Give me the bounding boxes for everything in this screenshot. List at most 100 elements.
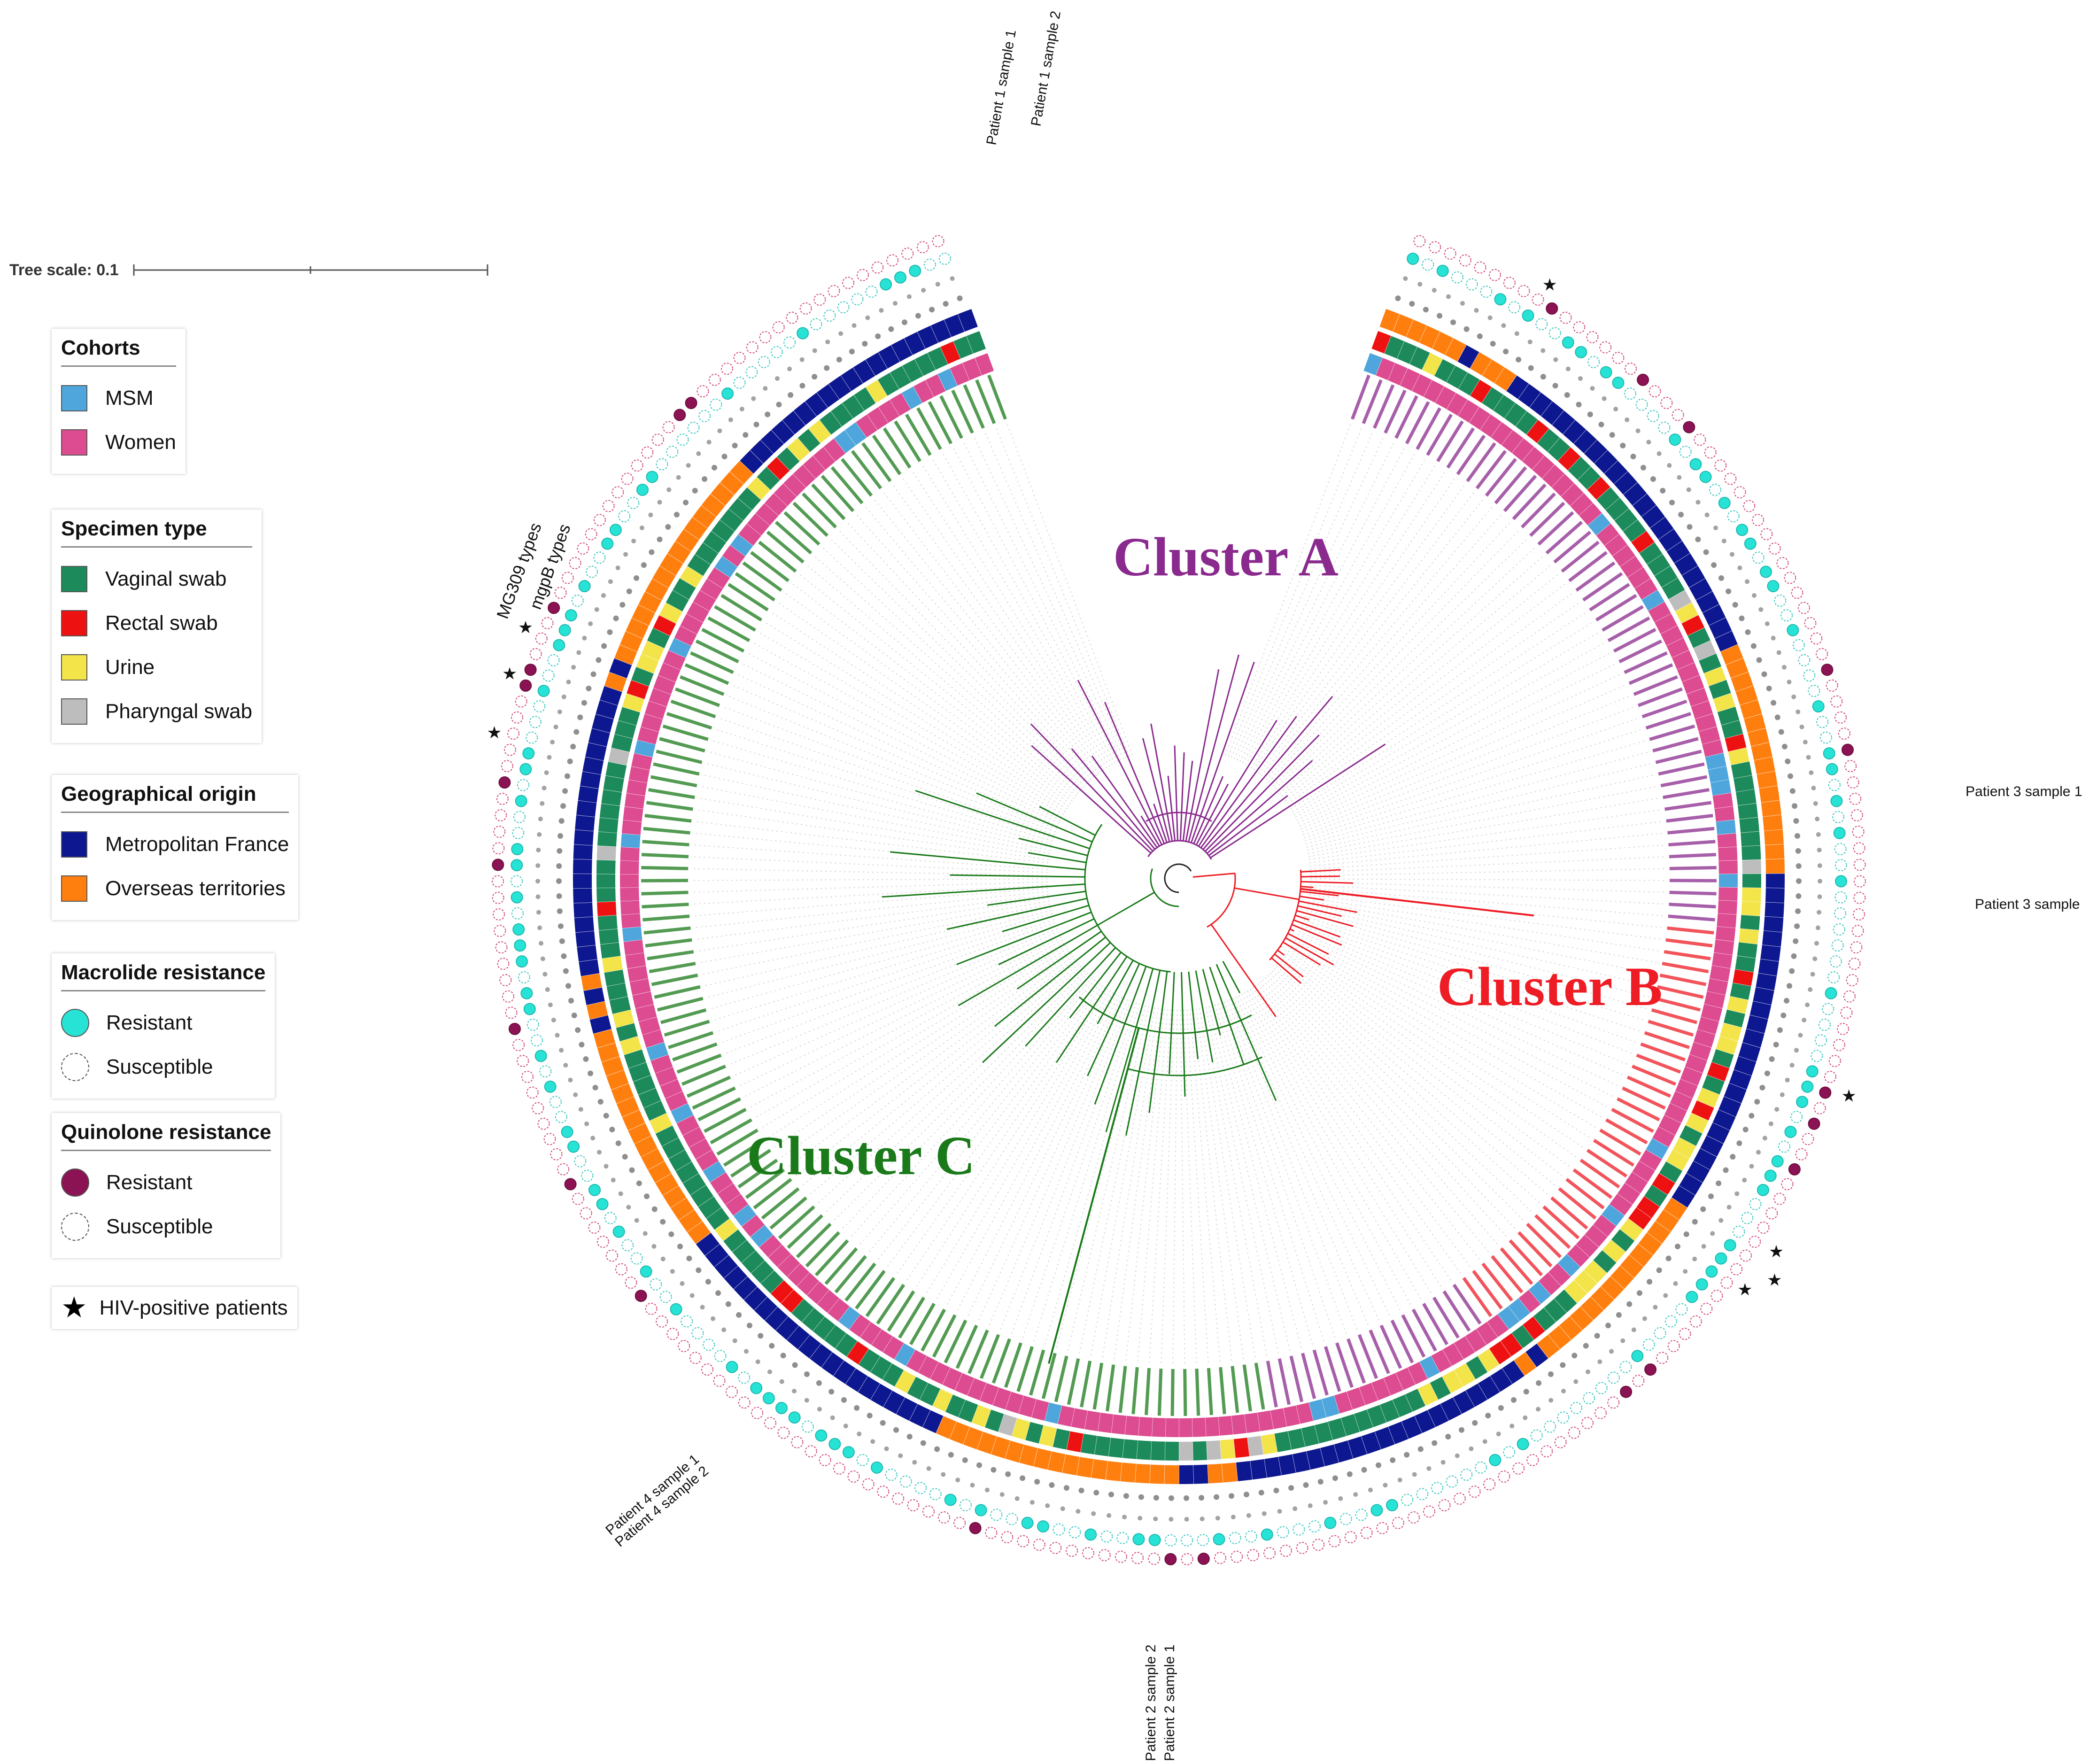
type-mark	[1602, 396, 1607, 401]
origin-cell	[930, 319, 952, 343]
guide-line	[1221, 1002, 1337, 1341]
guide-line	[1305, 913, 1650, 1010]
leaf-label	[1485, 458, 1517, 497]
leaf-label	[647, 950, 694, 960]
type-mark	[584, 1121, 589, 1126]
quinolone-susceptible-dot	[505, 1006, 518, 1019]
guide-line	[1306, 762, 1654, 848]
cohort-cell	[1347, 1387, 1365, 1410]
legend-item-pharyngal-swab: Pharyngal swab	[61, 689, 252, 734]
type-mark	[1214, 1494, 1220, 1500]
type-mark	[1683, 1231, 1689, 1237]
leaf-label	[939, 395, 963, 439]
leaf-label	[1475, 450, 1507, 489]
type-mark	[804, 1371, 810, 1377]
macrolide-susceptible-dot	[1803, 669, 1816, 682]
macrolide-susceptible-dot	[1557, 1411, 1570, 1424]
origin-cell	[1601, 1276, 1625, 1300]
star-icon: ★	[518, 618, 533, 637]
specimen-cell	[932, 1389, 953, 1412]
type-mark	[1798, 1033, 1803, 1038]
specimen-cell	[1067, 1431, 1084, 1453]
quinolone-susceptible-dot	[1757, 1221, 1770, 1234]
macrolide-resistant-dot	[1796, 1096, 1809, 1108]
type-mark	[683, 500, 689, 506]
guide-line	[694, 894, 1049, 940]
type-mark	[857, 1431, 862, 1437]
guide-line	[1172, 1009, 1178, 1367]
tree-branch	[1195, 783, 1229, 845]
type-mark	[893, 301, 898, 306]
macrolide-susceptible-dot	[801, 1420, 814, 1433]
guide-line	[891, 483, 1102, 773]
type-mark	[1503, 348, 1509, 355]
cohort-cell	[1458, 400, 1479, 423]
specimen-cell	[741, 1250, 765, 1273]
origin-cell	[1633, 494, 1656, 517]
type-mark	[962, 1457, 968, 1463]
cohort-cell	[823, 438, 846, 462]
macrolide-resistant-dot	[514, 939, 526, 952]
guide-line	[1230, 999, 1370, 1329]
cohort-cell	[1359, 1383, 1378, 1405]
leaf-label	[1390, 1319, 1414, 1363]
origin-cell	[1650, 517, 1674, 540]
tree-branch	[1158, 971, 1168, 1039]
origin-cell	[589, 1015, 611, 1034]
tree-branch	[1014, 862, 1085, 871]
type-mark	[1262, 1511, 1267, 1516]
macrolide-susceptible-dot	[1819, 731, 1832, 744]
cohort-cell	[668, 638, 691, 658]
tree-branch	[1269, 869, 1302, 960]
origin-cell	[659, 553, 683, 576]
type-mark	[1332, 1475, 1338, 1481]
quinolone-susceptible-dot	[1247, 1549, 1260, 1562]
specimen-cell	[1730, 983, 1751, 1000]
leaf-label	[753, 1178, 792, 1209]
cohort-cell	[1371, 1378, 1391, 1400]
type-mark	[1168, 1495, 1174, 1501]
type-mark	[1426, 1466, 1432, 1471]
guide-line	[1287, 601, 1582, 805]
quinolone-susceptible-dot	[1813, 1102, 1826, 1114]
type-mark	[557, 709, 562, 714]
type-mark	[1288, 1485, 1294, 1491]
leaf-label	[1131, 1367, 1139, 1415]
guide-line	[1113, 1008, 1162, 1362]
guide-line	[1309, 820, 1664, 864]
quinolone-resistant-dot	[1164, 1553, 1177, 1565]
patient-3-sample-1: Patient 3 sample 1	[1966, 784, 2082, 799]
specimen-cell	[1442, 1370, 1463, 1393]
guide-line	[807, 963, 1080, 1197]
origin-cell	[1765, 888, 1785, 903]
origin-cell	[1734, 1056, 1757, 1076]
cohort-cell	[1714, 806, 1735, 822]
cohort-cell	[1376, 357, 1395, 380]
legend-label: Resistant	[106, 1011, 193, 1034]
macrolide-susceptible-dot	[1819, 1018, 1831, 1031]
quinolone-susceptible-dot	[738, 1396, 751, 1409]
leaf-label	[1665, 938, 1713, 948]
specimen-cell	[766, 457, 790, 480]
legend-label: Rectal swab	[105, 611, 218, 634]
guide-line	[692, 888, 1048, 917]
specimen-cell	[612, 1010, 635, 1028]
leaf-label	[1654, 997, 1701, 1012]
type-mark	[1718, 575, 1724, 581]
quinolone-resistant-dot	[1620, 1385, 1633, 1398]
cohort-cell	[738, 524, 761, 546]
origin-cell	[573, 844, 593, 860]
cohort-cell	[1625, 1172, 1648, 1193]
quinolone-susceptible-dot	[725, 1385, 738, 1398]
origin-cell	[1445, 338, 1466, 362]
origin-cell	[1490, 1368, 1512, 1392]
specimen-cell	[870, 1356, 892, 1380]
origin-cell	[1193, 1464, 1208, 1484]
guide-line	[1310, 856, 1667, 873]
quinolone-susceptible-dot	[1853, 891, 1866, 904]
type-mark	[955, 1478, 960, 1483]
origin-cell	[1765, 859, 1785, 874]
origin-cell	[578, 786, 599, 803]
type-mark	[1802, 1018, 1807, 1023]
guide-line	[757, 631, 1066, 812]
